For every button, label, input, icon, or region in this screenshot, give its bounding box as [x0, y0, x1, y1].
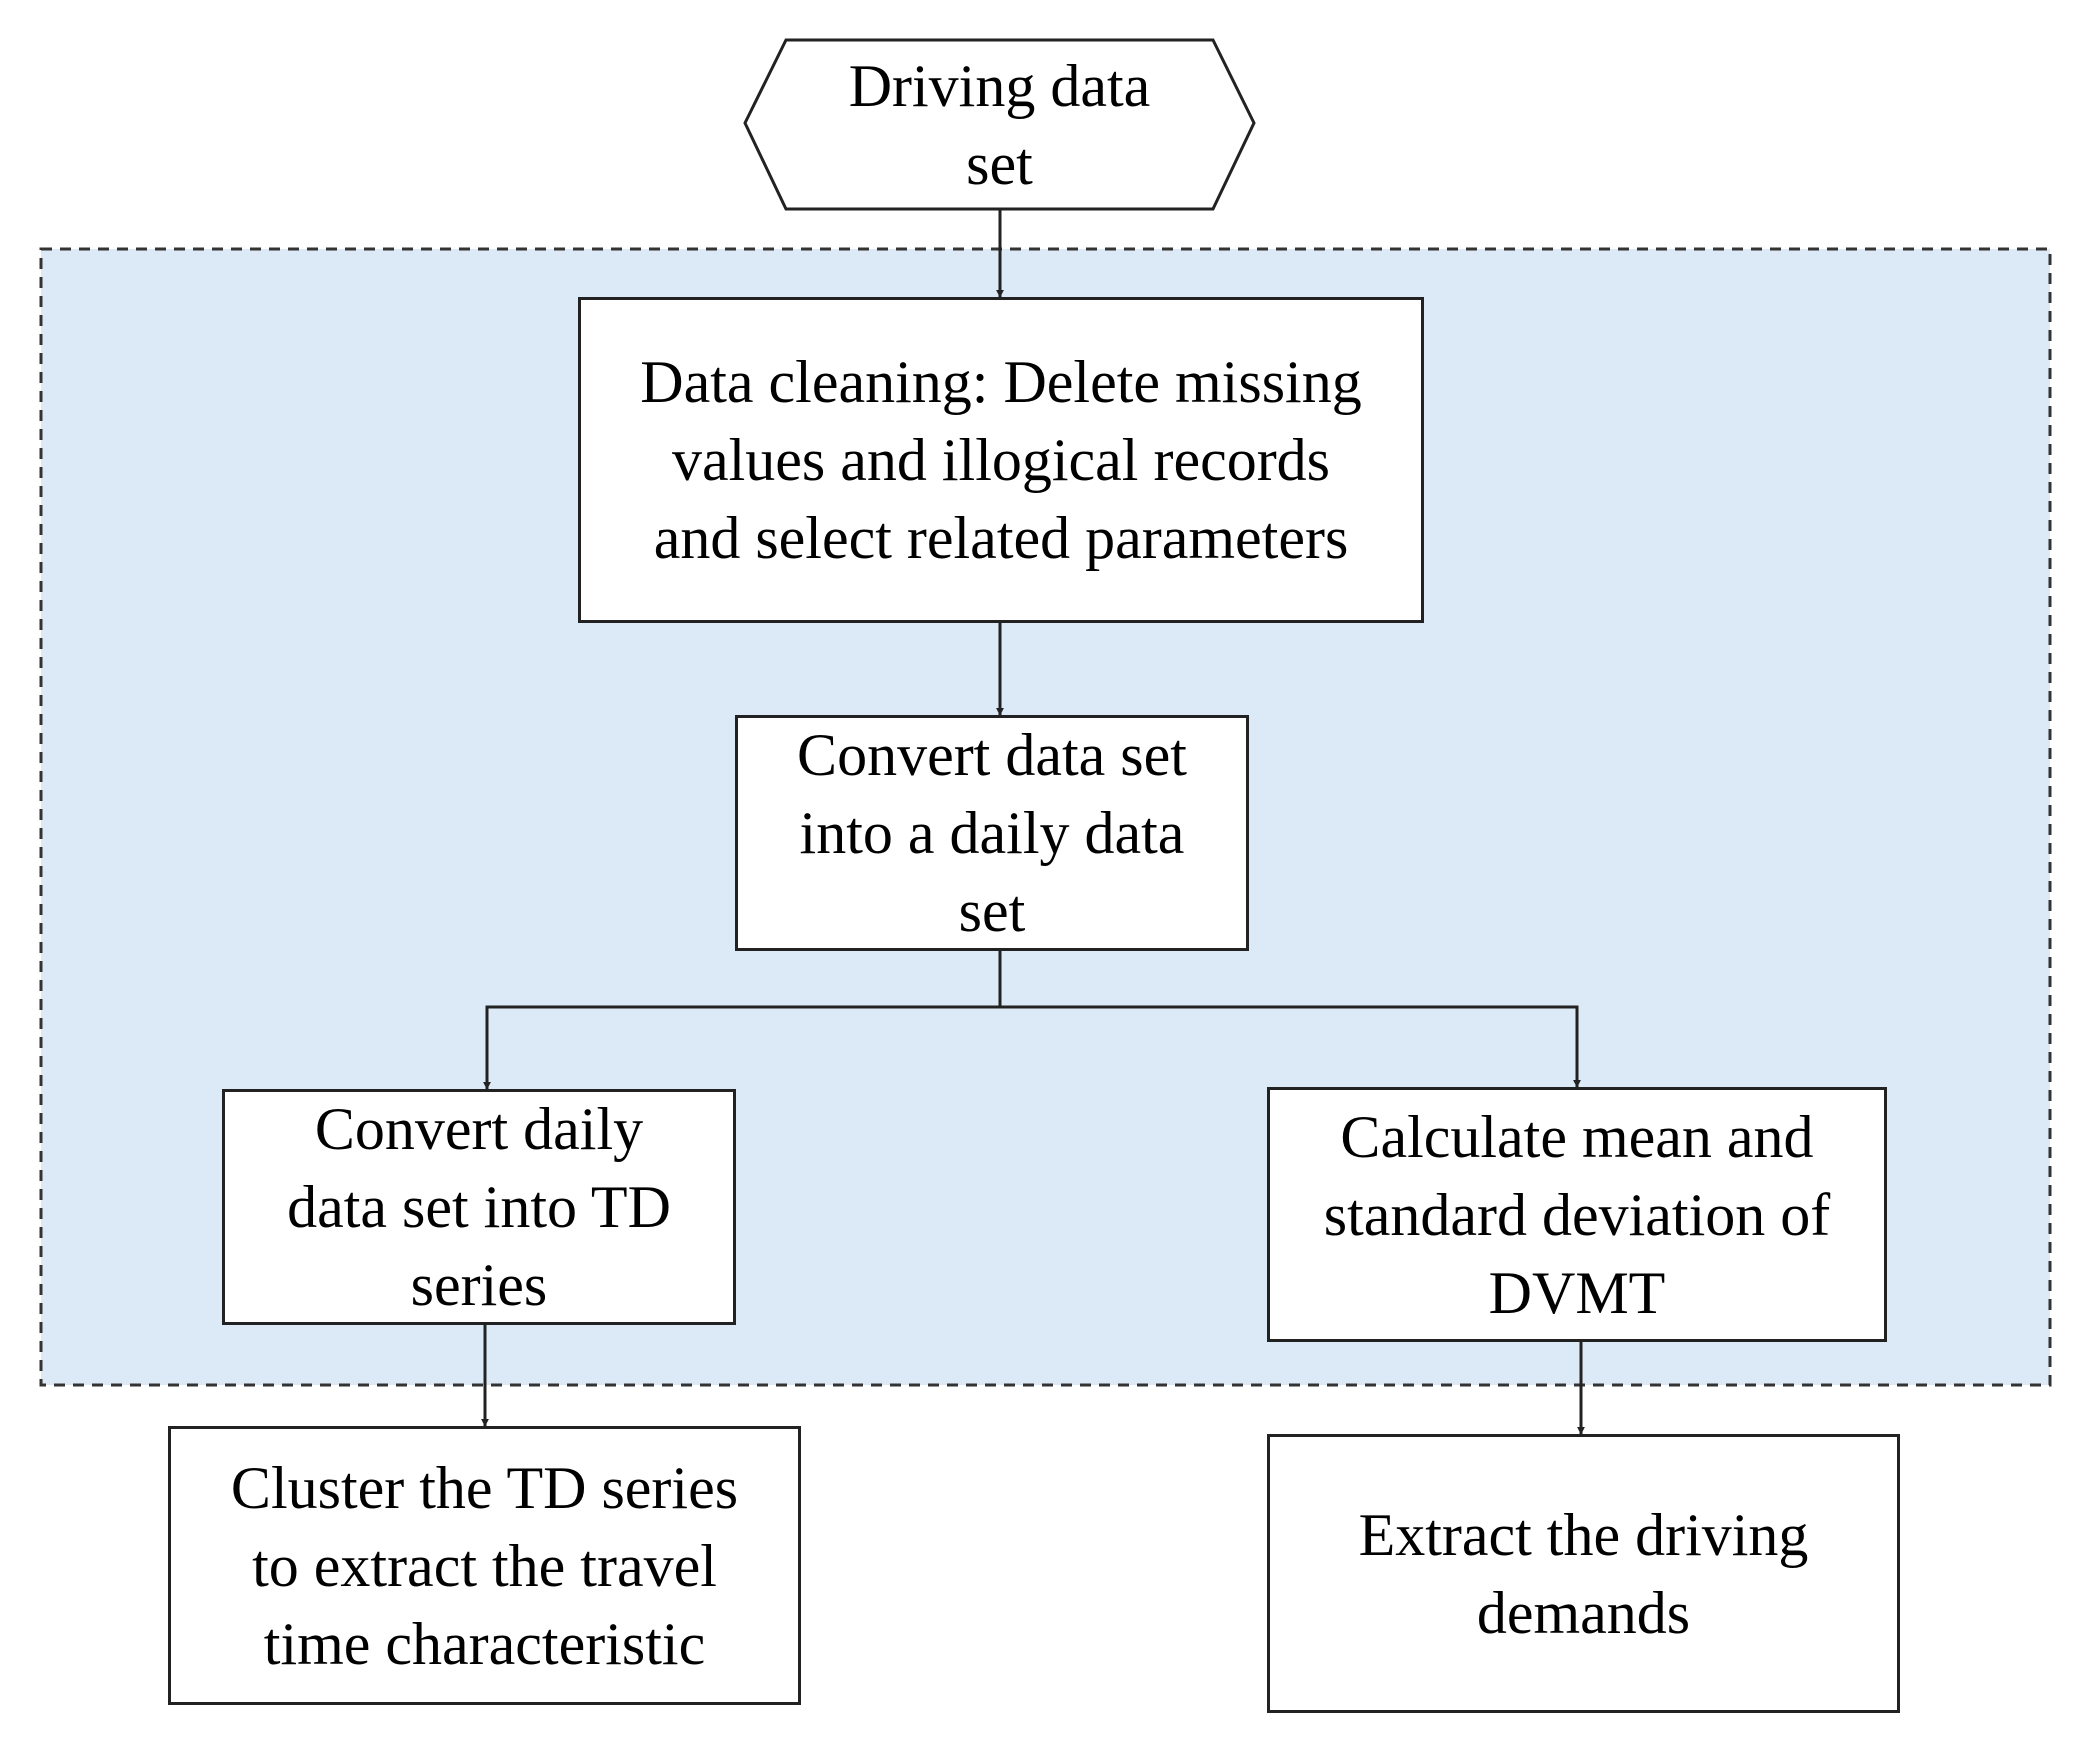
start-hexagon-shape [743, 38, 1256, 211]
node-extract-driving-demands: Extract the driving demands [1267, 1434, 1900, 1713]
node-cluster-td-series: Cluster the TD series to extract the tra… [168, 1426, 801, 1705]
node-start: Driving data set [848, 52, 1151, 197]
node-td-series: Convert daily data set into TD series [222, 1089, 736, 1325]
node-data-cleaning: Data cleaning: Delete missing values and… [578, 297, 1424, 623]
node-dvmt-statistics: Calculate mean and standard deviation of… [1267, 1087, 1887, 1342]
edge-daily-to-td-series [483, 951, 1002, 1090]
edge-daily-to-dvmt [1000, 1005, 1581, 1088]
node-daily-data-set: Convert data set into a daily data set [735, 715, 1249, 951]
